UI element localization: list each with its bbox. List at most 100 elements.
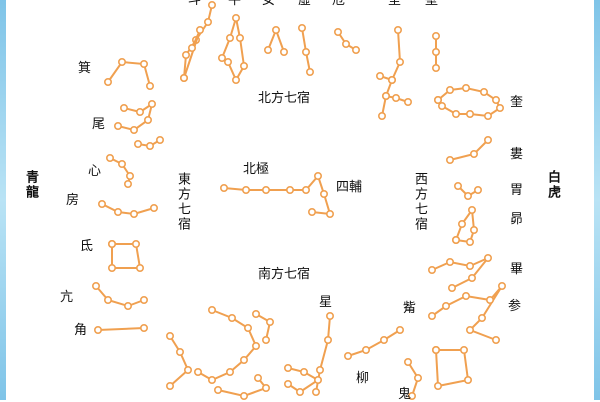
mansion-label-bi-west: 畢: [510, 262, 524, 277]
star: [305, 68, 314, 77]
south-zhen: [214, 373, 270, 400]
west-lou: [445, 136, 492, 165]
star: [130, 126, 139, 135]
star: [413, 373, 422, 382]
star: [325, 311, 334, 320]
star: [261, 335, 270, 344]
direction-west: 西方七宿: [412, 172, 427, 232]
star: [445, 156, 454, 165]
mansion-label-mao: 昴: [510, 212, 524, 227]
guardian-azure-dragon: 青龍: [23, 170, 38, 200]
star: [431, 31, 440, 40]
star: [140, 59, 149, 68]
star: [343, 351, 352, 360]
star: [437, 102, 446, 111]
star: [333, 27, 342, 36]
north-constellation-4: [263, 25, 288, 56]
star: [311, 387, 320, 396]
east-di: [108, 240, 145, 272]
star: [299, 367, 308, 376]
star: [393, 25, 402, 34]
south-gui: [283, 363, 322, 396]
mansion-label-wei-east: 尾: [92, 117, 106, 132]
mansion-label-zi: 觜: [403, 301, 417, 316]
star: [307, 208, 316, 217]
south-zhen-line: [217, 377, 268, 398]
star: [130, 210, 139, 219]
star: [465, 110, 474, 119]
four-assistants-label: 四輔: [336, 180, 363, 195]
east-kang-line: [95, 285, 145, 308]
south-zi-line: [347, 329, 401, 357]
star: [240, 355, 249, 364]
north-constellation-3-line: [221, 17, 246, 83]
star: [297, 23, 306, 32]
center-pole: [220, 172, 334, 219]
star: [313, 375, 322, 384]
mansion-label-wei-west: 胃: [510, 183, 524, 198]
mansion-label-liu: 柳: [356, 371, 370, 386]
south-zhang: [252, 309, 274, 344]
star: [465, 261, 474, 270]
star: [387, 76, 396, 85]
star: [224, 57, 233, 66]
star: [166, 331, 175, 340]
frame-edge-left: [0, 0, 6, 400]
star: [140, 295, 149, 304]
east-jiao: [94, 323, 149, 334]
star: [208, 375, 217, 384]
star: [451, 236, 460, 245]
star: [114, 122, 123, 131]
star: [477, 313, 486, 322]
star: [252, 341, 261, 350]
star: [124, 301, 133, 310]
star: [118, 57, 127, 66]
star: [445, 257, 454, 266]
star: [240, 391, 249, 400]
star: [467, 273, 476, 282]
mansion-label-shi: 室: [388, 0, 402, 8]
west-bi: [427, 254, 492, 292]
star: [469, 226, 478, 235]
star: [182, 50, 191, 59]
star: [375, 72, 384, 81]
east-fang-line: [101, 203, 155, 216]
mansion-label-niu: 牛: [228, 0, 242, 8]
star: [254, 373, 263, 382]
star: [323, 335, 332, 344]
star: [313, 172, 322, 181]
star: [395, 57, 404, 66]
mansion-label-jiao: 角: [74, 323, 88, 338]
north-constellation-8-line: [379, 29, 409, 117]
south-zi: [343, 325, 404, 360]
star: [491, 335, 500, 344]
star: [236, 33, 245, 42]
star: [132, 240, 141, 249]
star: [497, 281, 506, 290]
star: [433, 381, 442, 390]
mansion-label-xu: 虛: [298, 0, 312, 8]
star: [271, 25, 280, 34]
north-constellation-6: [333, 27, 360, 54]
star: [451, 110, 460, 119]
star: [136, 108, 145, 117]
star: [120, 104, 129, 113]
mansion-label-kang: 亢: [60, 290, 74, 305]
center-pole-line: [223, 174, 332, 216]
star: [465, 325, 474, 334]
star: [433, 96, 442, 105]
star: [232, 76, 241, 85]
mansion-label-dou: 斗: [188, 0, 202, 8]
mansion-label-shen: 参: [508, 299, 522, 314]
star: [228, 313, 237, 322]
star: [445, 86, 454, 95]
star: [283, 379, 292, 388]
star: [218, 53, 227, 62]
star: [263, 45, 272, 54]
star: [188, 43, 197, 52]
star: [176, 347, 185, 356]
south-extra: [403, 357, 422, 400]
star: [461, 291, 470, 300]
north-constellation-2: [180, 25, 205, 83]
